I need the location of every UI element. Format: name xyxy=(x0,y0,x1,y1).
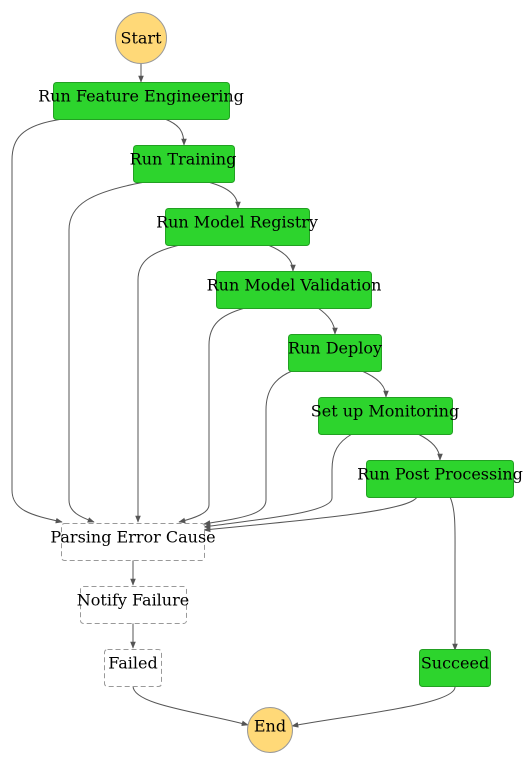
edge-run-post-processing-to-parsing-error-cause xyxy=(203,496,418,533)
run-feature-engineering-box xyxy=(53,82,230,120)
edge-set-up-monitoring-to-parsing-error-cause xyxy=(203,433,353,529)
run-deploy-box xyxy=(288,334,382,372)
set-up-monitoring-box xyxy=(318,397,453,435)
node-run-deploy: Run Deploy xyxy=(288,334,382,372)
run-post-processing-label: Run Post Processing xyxy=(357,465,523,484)
edge-run-feature-engineering-to-parsing-error-cause xyxy=(11,118,64,524)
node-succeed: Succeed xyxy=(419,649,491,687)
edge-run-model-registry-to-parsing-error-cause xyxy=(135,244,181,523)
node-failed: Failed xyxy=(104,649,162,687)
notify-failure-box xyxy=(80,586,187,624)
edges xyxy=(11,63,458,728)
node-run-model-validation: Run Model Validation xyxy=(207,271,382,309)
node-set-up-monitoring: Set up Monitoring xyxy=(311,397,459,435)
end-circle xyxy=(247,707,293,753)
notify-failure-label: Notify Failure xyxy=(77,591,189,610)
run-model-registry-box xyxy=(165,208,310,246)
edge-failed-to-end xyxy=(132,685,249,727)
node-run-post-processing: Run Post Processing xyxy=(357,460,523,498)
node-parsing-error-cause: Parsing Error Cause xyxy=(50,523,216,561)
edge-run-model-registry-to-run-model-validation xyxy=(267,244,296,272)
succeed-label: Succeed xyxy=(421,654,489,673)
node-end: End xyxy=(247,707,293,753)
parsing-error-cause-box xyxy=(61,523,205,561)
edge-run-post-processing-to-succeed xyxy=(449,496,458,651)
run-training-box xyxy=(133,145,235,183)
start-circle xyxy=(115,12,167,64)
edge-succeed-to-end xyxy=(291,686,456,728)
edge-run-model-validation-to-parsing-error-cause xyxy=(178,307,246,524)
run-model-validation-box xyxy=(216,271,372,309)
failed-box xyxy=(104,649,162,687)
end-label: End xyxy=(254,717,286,736)
edge-run-training-to-parsing-error-cause xyxy=(68,181,146,523)
node-run-feature-engineering: Run Feature Engineering xyxy=(38,82,244,120)
edge-run-deploy-to-parsing-error-cause xyxy=(203,370,293,526)
run-post-processing-box xyxy=(366,460,514,498)
edge-run-model-validation-to-run-deploy xyxy=(317,307,338,335)
run-training-label: Run Training xyxy=(130,150,237,169)
node-run-model-registry: Run Model Registry xyxy=(156,208,318,246)
edge-set-up-monitoring-to-run-post-processing xyxy=(417,433,443,461)
nodes: Start Run Feature Engineering Run Traini… xyxy=(38,12,523,753)
run-feature-engineering-label: Run Feature Engineering xyxy=(38,87,244,106)
run-model-registry-label: Run Model Registry xyxy=(156,213,318,232)
edge-run-deploy-to-set-up-monitoring xyxy=(361,370,389,398)
edge-run-feature-engineering-to-run-training xyxy=(164,118,187,146)
node-notify-failure: Notify Failure xyxy=(77,586,189,624)
run-model-validation-label: Run Model Validation xyxy=(207,276,382,295)
parsing-error-cause-label: Parsing Error Cause xyxy=(50,528,215,547)
node-start: Start xyxy=(115,12,167,64)
set-up-monitoring-label: Set up Monitoring xyxy=(311,402,459,421)
node-run-training: Run Training xyxy=(130,145,237,183)
edge-run-training-to-run-model-registry xyxy=(207,181,241,209)
start-label: Start xyxy=(120,29,162,48)
succeed-box xyxy=(419,649,491,687)
run-deploy-label: Run Deploy xyxy=(288,339,382,358)
failed-label: Failed xyxy=(108,654,158,673)
